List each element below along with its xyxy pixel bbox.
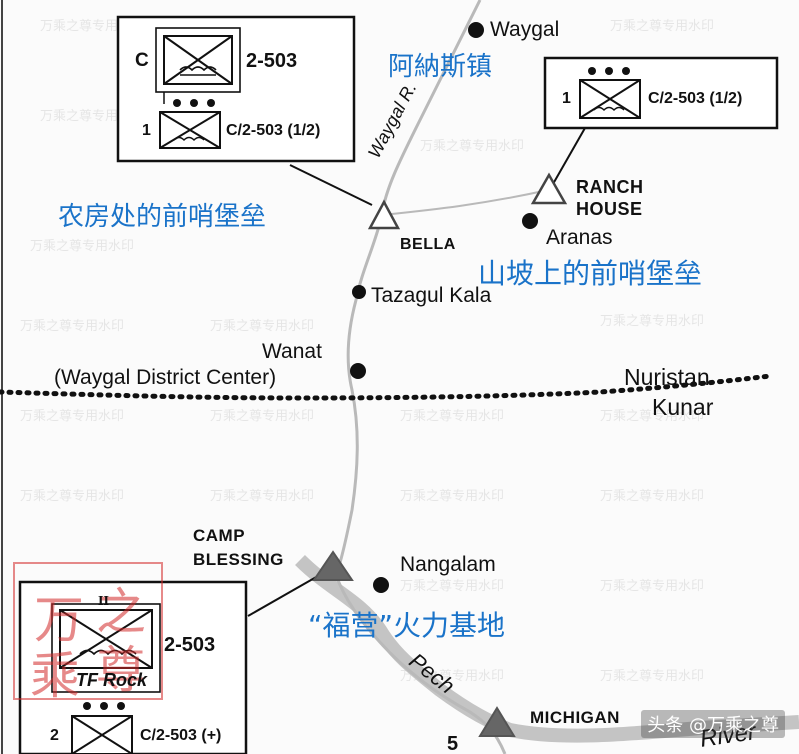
place-nangalam: Nangalam (400, 553, 496, 576)
ranch-platoon-unit: C/2-503 (1/2) (648, 90, 743, 107)
place-michigan: MICHIGAN (530, 708, 620, 727)
tiled-watermark: 万乘之尊专用水印万乘之尊专用水印万乘之尊专用水印 万乘之尊专用水印万乘之尊专用水… (20, 18, 714, 684)
svg-text:万乘之尊专用水印: 万乘之尊专用水印 (600, 488, 704, 504)
aranas-dot (522, 213, 538, 229)
place-bella: BELLA (400, 236, 456, 253)
blessing-platoon-number: 2 (50, 727, 59, 744)
blessing-callout-pointer (247, 571, 326, 617)
bella-company-unit: 2-503 (246, 50, 298, 72)
place-tazagul-kala: Tazagul Kala (371, 284, 492, 307)
michigan-triangle (478, 706, 516, 737)
svg-text:万乘之尊专用水印: 万乘之尊专用水印 (600, 408, 704, 424)
place-aranas: Aranas (546, 226, 613, 249)
blessing-platoon-unit: C/2-503 (+) (140, 727, 222, 744)
source-credit: 头条 @万乘之尊 (641, 710, 785, 738)
region-nuristan: Nuristan (624, 364, 710, 390)
bella-unit-box (116, 15, 356, 163)
svg-text:万乘之尊专用水印: 万乘之尊专用水印 (210, 408, 314, 424)
waygal-dot (468, 22, 484, 38)
blessing-battalion-unit: 2-503 (164, 634, 216, 656)
bella-platoon-number: 1 (142, 122, 151, 139)
cn-camp-blessing: “福营”火力基地 (308, 609, 506, 642)
svg-text:万乘之尊专用水印: 万乘之尊专用水印 (400, 488, 504, 504)
bella-callout-pointer (289, 164, 373, 206)
cn-bella-outpost: 农房处的前哨堡垒 (58, 202, 267, 232)
svg-text:万乘之尊专用水印: 万乘之尊专用水印 (20, 488, 124, 504)
svg-text:万乘之尊专用水印: 万乘之尊专用水印 (600, 668, 704, 684)
svg-text:万乘之尊专用水印: 万乘之尊专用水印 (30, 238, 134, 254)
place-wanat-district-center: (Waygal District Center) (54, 366, 277, 389)
svg-text:万乘之尊专用水印: 万乘之尊专用水印 (400, 408, 504, 424)
svg-text:万乘之尊专用水印: 万乘之尊专用水印 (420, 138, 524, 154)
ranch-unit-box (543, 56, 779, 130)
seal-char-2: 之 (96, 583, 146, 641)
svg-text:万乘之尊专用水印: 万乘之尊专用水印 (210, 318, 314, 334)
ranch-platoon-number: 1 (562, 90, 571, 107)
pech-river (295, 554, 799, 743)
svg-text:万乘之尊专用水印: 万乘之尊专用水印 (20, 318, 124, 334)
tazagul-dot (352, 285, 366, 299)
route-number: 5 (447, 733, 459, 754)
ranch-callout-pointer (552, 127, 586, 185)
wanat-dot (350, 363, 366, 379)
place-ranch-house: RANCH HOUSE (576, 177, 644, 219)
cn-waygal-town: 阿納斯镇 (388, 52, 493, 82)
main-road (334, 0, 507, 754)
cn-ranch-outpost: 山坡上的前哨堡垒 (478, 257, 703, 290)
seal-char-3: 乘 (30, 647, 80, 705)
svg-text:万乘之尊专用水印: 万乘之尊专用水印 (600, 578, 704, 594)
province-boundary (0, 373, 773, 401)
svg-text:万乘之尊专用水印: 万乘之尊专用水印 (610, 18, 714, 34)
camp-blessing-triangle (312, 550, 354, 581)
nangalam-dot (373, 577, 389, 593)
svg-text:万乘之尊专用水印: 万乘之尊专用水印 (400, 578, 504, 594)
svg-text:万乘之尊专用水印: 万乘之尊专用水印 (20, 408, 124, 424)
blessing-unit-box (18, 580, 248, 754)
place-waygal: Waygal (490, 18, 560, 41)
blessing-battalion-size: II (98, 594, 109, 609)
ranch-outpost-triangle (530, 172, 568, 205)
bella-outpost-triangle (367, 199, 401, 230)
region-kunar: Kunar (652, 394, 714, 420)
svg-text:万乘之尊专用水印: 万乘之尊专用水印 (600, 313, 704, 329)
bella-platoon-unit: C/2-503 (1/2) (226, 122, 321, 139)
seal-char-4: 尊 (96, 641, 146, 699)
ranch-road (381, 189, 549, 216)
place-camp-blessing: CAMP BLESSING (193, 526, 284, 569)
bella-company-letter: C (135, 50, 149, 71)
blessing-task-force: TF Rock (76, 670, 148, 690)
svg-text:万乘之尊专用水印: 万乘之尊专用水印 (210, 488, 314, 504)
place-wanat: Wanat (262, 340, 322, 363)
seal-char-1: 万 (34, 591, 84, 649)
seal-watermark-frame (13, 562, 163, 700)
